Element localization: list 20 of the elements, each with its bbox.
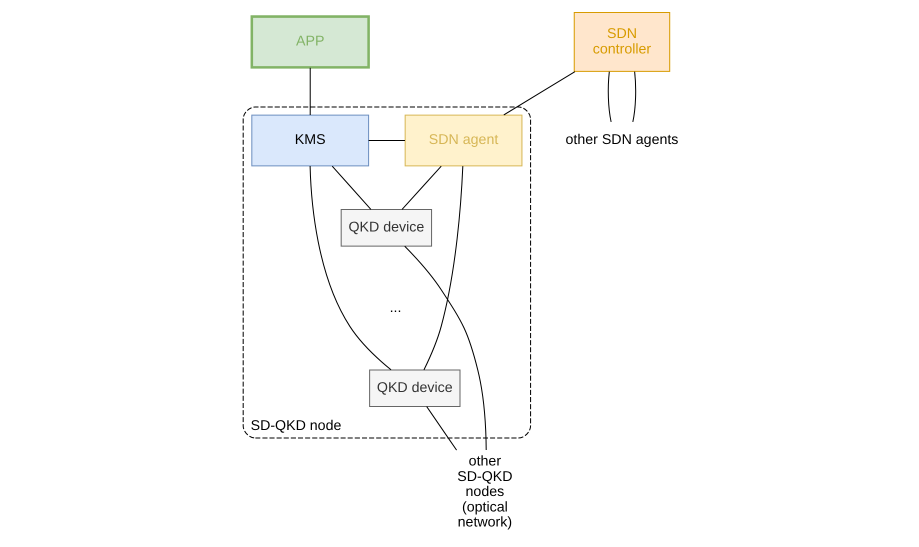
connector — [632, 72, 636, 122]
connector — [607, 72, 612, 122]
node-box: SDN controller — [573, 12, 670, 72]
connector — [309, 68, 310, 116]
connector — [422, 166, 463, 370]
label: ... — [389, 300, 401, 316]
node-box: SDN agent — [404, 114, 522, 166]
connector — [503, 71, 575, 116]
connector — [331, 166, 371, 210]
connector — [309, 166, 391, 370]
connector — [426, 406, 456, 450]
node-text: other SDN agents — [565, 132, 678, 148]
connector — [368, 140, 404, 141]
node-box: APP — [250, 15, 370, 69]
node-text: other SD-QKD nodes (optical network) — [456, 454, 512, 531]
node-box: QKD device — [368, 369, 460, 408]
connector — [401, 166, 442, 210]
connector — [404, 246, 486, 450]
node-box: QKD device — [340, 209, 432, 247]
node-box: KMS — [250, 114, 369, 166]
